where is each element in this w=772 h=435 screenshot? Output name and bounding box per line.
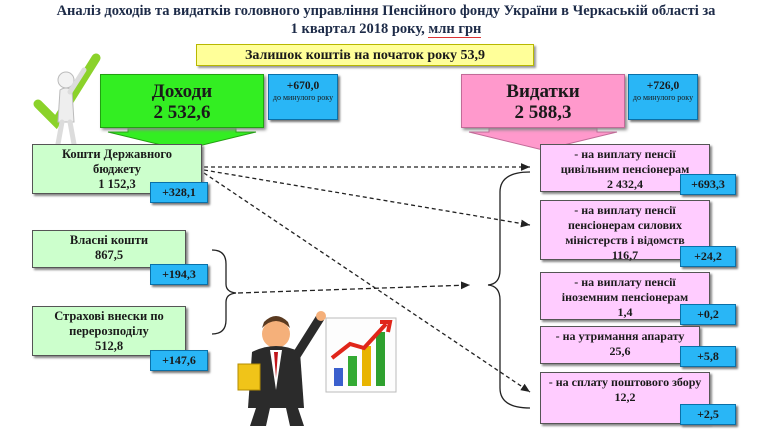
title-unit: млн грн xyxy=(428,21,482,38)
income-down-arrow xyxy=(107,127,257,151)
arrow-budget-to-postal xyxy=(203,172,531,393)
source-delta-badge: +328,1 xyxy=(150,182,208,203)
arrow-own-to-expenses xyxy=(237,281,471,294)
expense-box: Видатки 2 588,3 xyxy=(461,74,625,128)
source-value: 1 152,3 xyxy=(98,177,136,191)
presenter-chart-icon xyxy=(237,311,397,426)
source-insurance-contributions: Страхові внески по перерозподілу 512,8 xyxy=(32,306,186,356)
opening-balance-box: Залишок коштів на початок року 53,9 xyxy=(196,44,534,66)
expense-item-value: 2 432,4 xyxy=(607,177,643,191)
expense-item-label: - на сплату поштового збору xyxy=(548,375,702,389)
expense-delta-badge: +693,3 xyxy=(680,174,736,195)
source-delta-badge: +194,3 xyxy=(150,264,208,285)
expense-item-label: - на виплату пенсії цивільним пенсіонера… xyxy=(560,147,690,176)
expense-delta-value: +726,0 xyxy=(646,80,680,92)
expense-down-arrow xyxy=(468,127,618,151)
source-own-funds: Власні кошти 867,5 xyxy=(32,230,186,268)
expense-item-label: - на виплату пенсії пенсіонерам силових … xyxy=(565,203,685,247)
checkmark-figure-icon xyxy=(33,53,101,147)
source-delta-badge: +147,6 xyxy=(150,350,208,371)
expense-item-value: 116,7 xyxy=(611,248,639,262)
source-label: Кошти Державного бюджету xyxy=(61,147,173,176)
expense-item-value: 25,6 xyxy=(609,344,631,358)
source-value: 512,8 xyxy=(94,339,124,353)
income-value: 2 532,6 xyxy=(153,102,211,123)
title-line-1: Аналіз доходів та видатків головного упр… xyxy=(56,3,716,19)
left-brace xyxy=(211,249,237,335)
expense-item-label: - на виплату пенсії іноземним пенсіонера… xyxy=(561,275,689,304)
expense-delta-badge: +0,2 xyxy=(680,304,736,325)
expense-item-value: 12,2 xyxy=(614,390,636,404)
income-label: Доходи xyxy=(151,81,213,102)
title-period: 1 квартал 2018 року, xyxy=(290,21,429,37)
arrow-budget-to-military xyxy=(203,169,531,228)
expense-delta-badge: +726,0 до минулого року xyxy=(628,74,698,120)
expense-value: 2 588,3 xyxy=(514,102,572,123)
expense-postal-fee: - на сплату поштового збору 12,2 xyxy=(540,372,710,424)
page-title: Аналіз доходів та видатків головного упр… xyxy=(0,2,772,38)
source-label: Власні кошти xyxy=(69,233,149,247)
expense-staff-maintenance: - на утримання апарату 25,6 xyxy=(540,326,700,364)
income-box: Доходи 2 532,6 xyxy=(100,74,264,128)
source-value: 867,5 xyxy=(94,248,124,262)
expense-item-value: 1,4 xyxy=(617,305,633,319)
expense-delta-badge: +5,8 xyxy=(680,346,736,367)
title-line-2: 1 квартал 2018 року, млн грн xyxy=(0,20,772,38)
expense-delta-badge: +24,2 xyxy=(680,246,736,267)
right-brace xyxy=(487,171,531,409)
source-label: Страхові внески по перерозподілу xyxy=(54,309,164,338)
expense-label: Видатки xyxy=(506,81,580,102)
income-delta-note: до минулого року xyxy=(272,93,334,102)
income-delta-value: +670,0 xyxy=(286,80,320,92)
expense-delta-note: до минулого року xyxy=(632,93,694,102)
income-delta-badge: +670,0 до минулого року xyxy=(268,74,338,120)
expense-delta-badge: +2,5 xyxy=(680,404,736,425)
expense-item-label: - на утримання апарату xyxy=(555,329,685,343)
